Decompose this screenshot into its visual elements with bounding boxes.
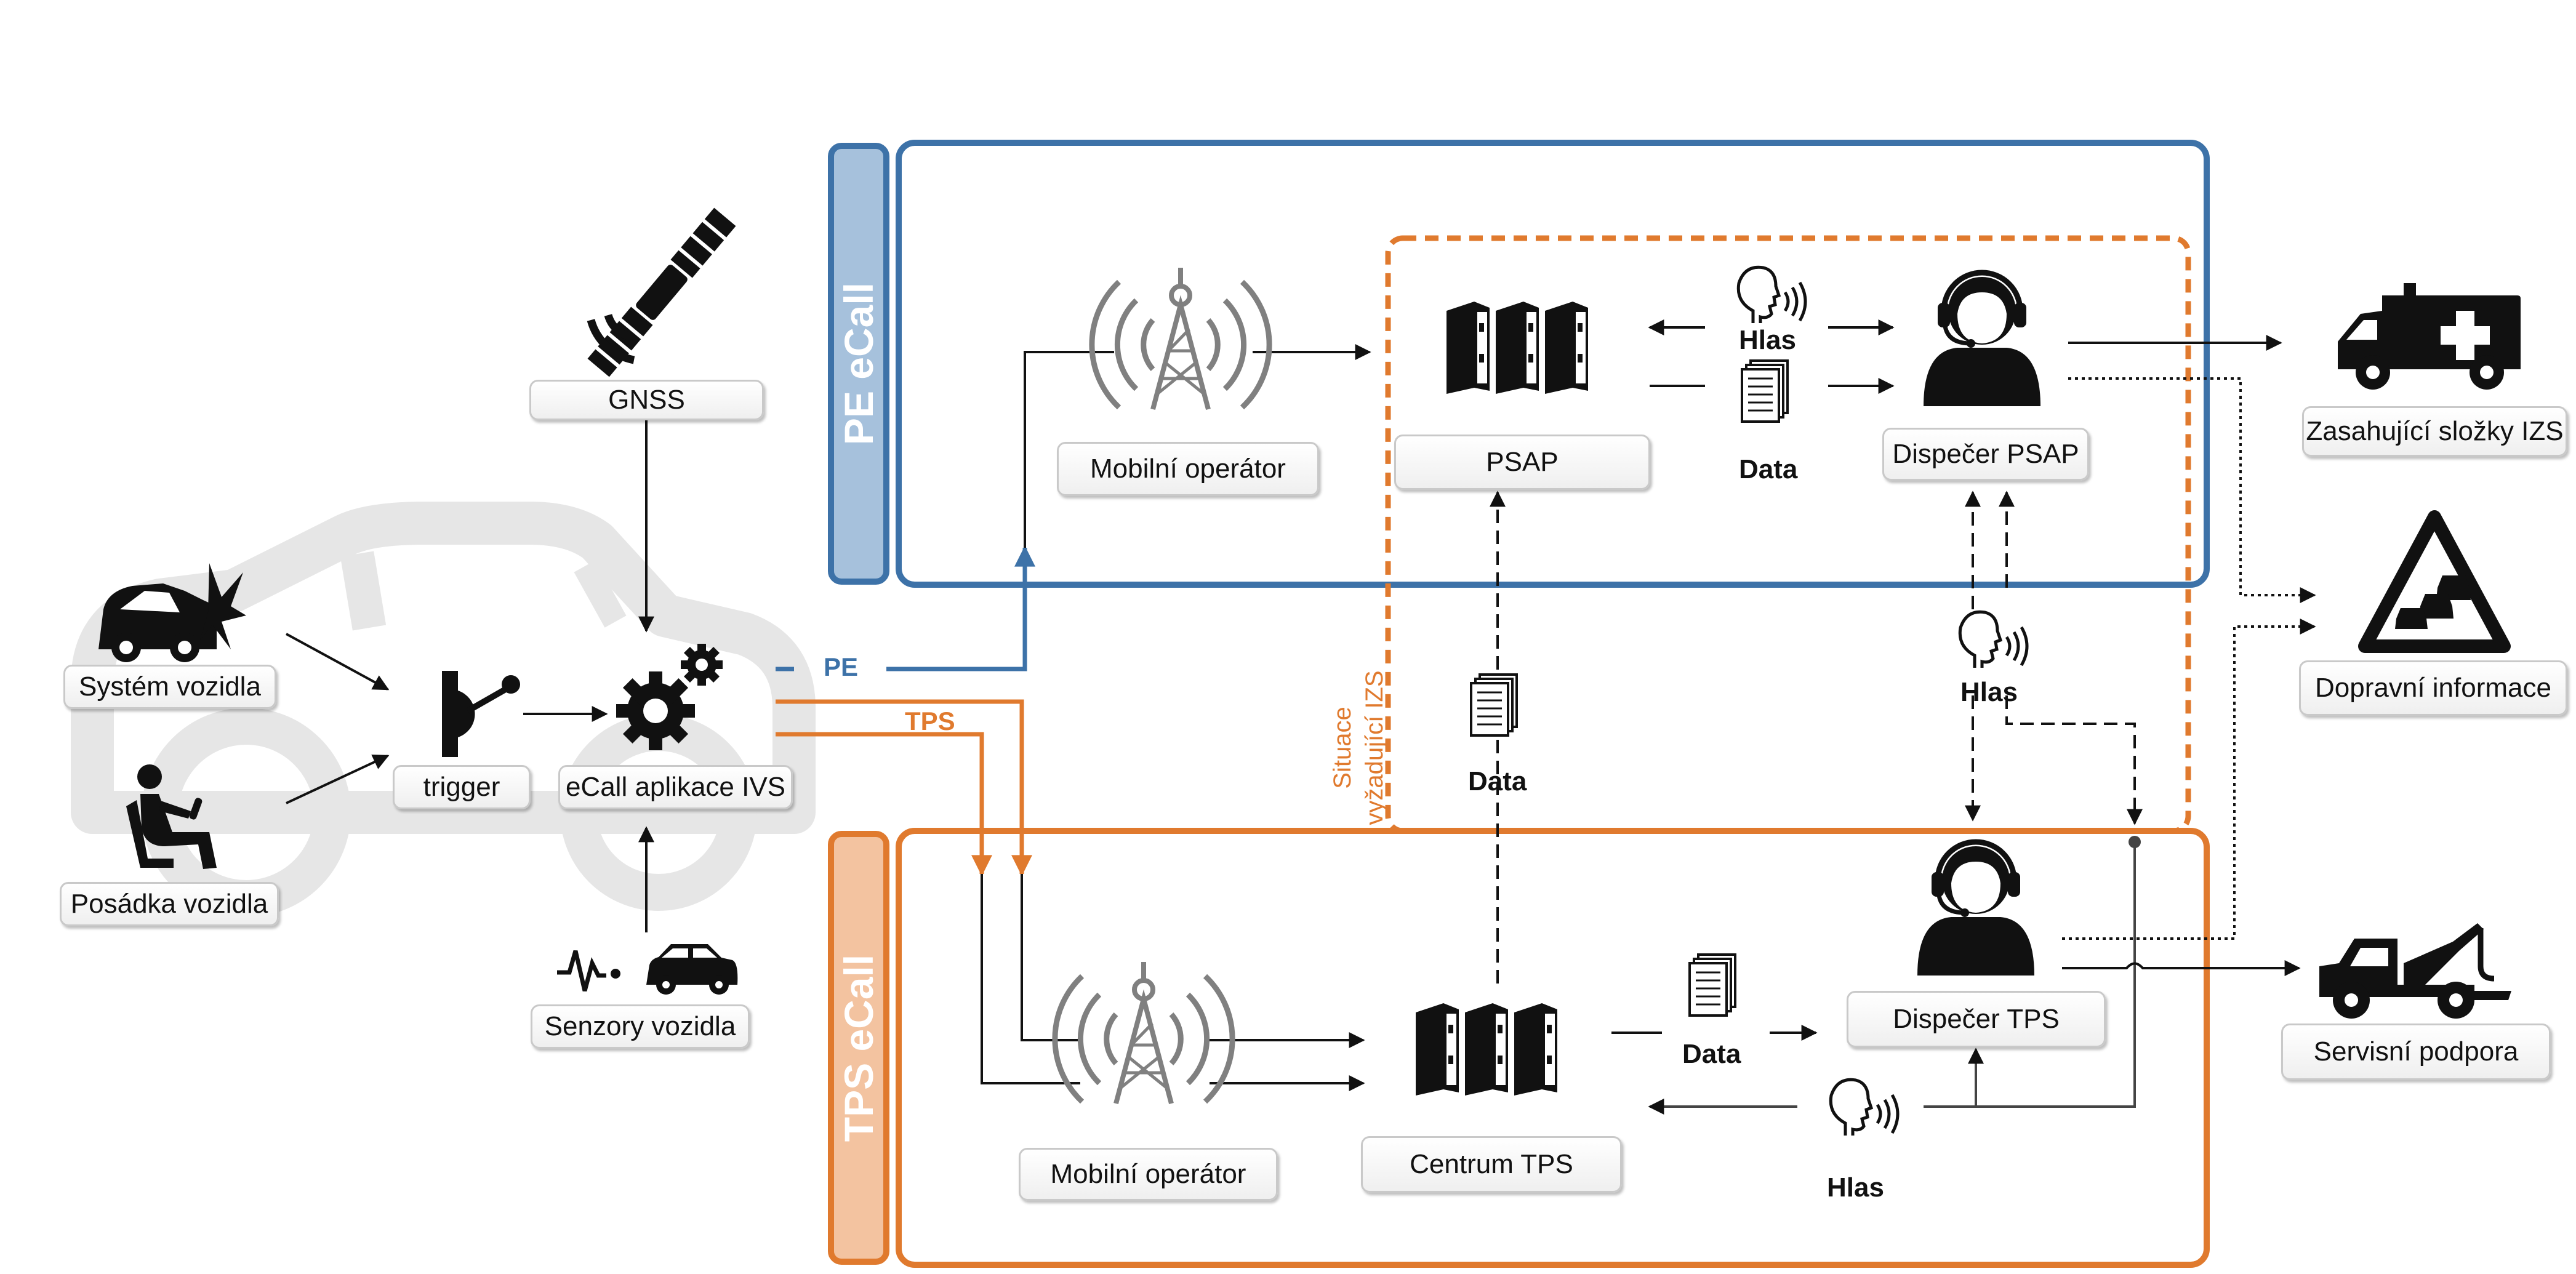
label-trigger: trigger <box>393 765 531 809</box>
flow-label-data-tps: Data <box>1682 1039 1741 1069</box>
documents-icon <box>1470 673 1518 737</box>
seated-person-icon <box>126 764 217 869</box>
crashed-car-icon <box>98 563 246 662</box>
gears-icon <box>616 644 723 750</box>
radio-tower-icon <box>1052 962 1235 1105</box>
speaking-head-icon <box>1829 1078 1900 1136</box>
flow-label-tps: TPS <box>905 707 955 735</box>
operator-headset-icon <box>1924 270 2040 406</box>
ambulance-icon <box>2338 283 2521 390</box>
pe-section-title: PE eCall <box>836 282 882 446</box>
label-zasahujici-slozky: Zasahující složky IZS <box>2302 406 2567 457</box>
tps-flow-arrow-b <box>971 732 992 876</box>
radio-tower-icon <box>1089 268 1272 411</box>
documents-icon <box>1741 359 1789 423</box>
tps-flow-arrow-a <box>973 699 1032 876</box>
label-ecall-ivs: eCall aplikace IVS <box>558 765 793 809</box>
izs-situation-label: Situace vyžadující IZS <box>1326 646 1400 849</box>
arrow-pe-to-mobile <box>1024 351 1114 548</box>
flow-label-data-middle: Data <box>1468 766 1527 796</box>
arrow-tps-b-to-mobile <box>981 874 1080 1084</box>
line-hlas-loop <box>1924 842 2136 1108</box>
label-centrum-tps: Centrum TPS <box>1361 1136 1622 1193</box>
flow-label-hlas-middle: Hlas <box>1960 677 2018 707</box>
tps-section-tab: TPS eCall <box>828 831 889 1265</box>
tps-section-title: TPS eCall <box>836 954 882 1142</box>
traffic-warning-icon <box>2358 510 2511 653</box>
izs-situation-line2: vyžadující IZS <box>1361 670 1388 825</box>
pe-section-tab: PE eCall <box>828 143 889 585</box>
dotted-tps-to-traffic <box>2062 619 2316 940</box>
server-icon <box>1416 1003 1557 1096</box>
izs-situation-line1: Situace <box>1329 707 1356 789</box>
label-dispecer-tps: Dispečer TPS <box>1847 991 2106 1048</box>
pe-section-box <box>896 140 2210 588</box>
label-dispecer-psap: Dispečer PSAP <box>1882 428 2089 481</box>
documents-icon <box>1688 953 1736 1017</box>
arrow-tps-a-to-mobile <box>1021 874 1080 1041</box>
label-servisni-podpora: Servisní podpora <box>2281 1024 2551 1080</box>
flow-label-data-psap: Data <box>1739 454 1798 484</box>
arrow-system-to-trigger <box>286 633 390 691</box>
sensor-car-icon <box>557 944 738 995</box>
label-mobilni-operator-tps: Mobilní operátor <box>1019 1148 1278 1201</box>
izs-situation-region <box>1385 235 2191 834</box>
label-psap: PSAP <box>1394 435 1650 490</box>
label-senzory-vozidla: Senzory vozidla <box>531 1004 750 1049</box>
flow-label-hlas-psap: Hlas <box>1739 325 1796 355</box>
pe-flow-arrow <box>886 545 1035 671</box>
label-posadka-vozidla: Posádka vozidla <box>60 882 279 926</box>
satellite-signal <box>587 313 635 364</box>
operator-headset-icon <box>1917 839 2034 976</box>
label-dopravni-informace: Dopravní informace <box>2299 660 2567 716</box>
speaking-head-icon <box>1958 610 2029 668</box>
label-system-vozidla: Systém vozidla <box>63 665 276 709</box>
speaking-head-icon <box>1736 265 1807 323</box>
server-icon <box>1446 302 1588 394</box>
label-mobilni-operator-pe: Mobilní operátor <box>1057 442 1319 496</box>
dashed-to-tps-junction <box>2005 695 2143 825</box>
label-gnss: GNSS <box>529 380 764 420</box>
flow-label-hlas-tps: Hlas <box>1827 1172 1884 1203</box>
trigger-switch-icon <box>442 671 520 757</box>
arrow-tps-to-servis <box>2062 960 2301 976</box>
dotted-dispatcher-to-traffic <box>2068 377 2316 603</box>
flow-label-pe: PE <box>824 652 859 681</box>
arrow-crew-to-trigger <box>286 755 390 804</box>
tow-truck-icon <box>2319 923 2511 1019</box>
